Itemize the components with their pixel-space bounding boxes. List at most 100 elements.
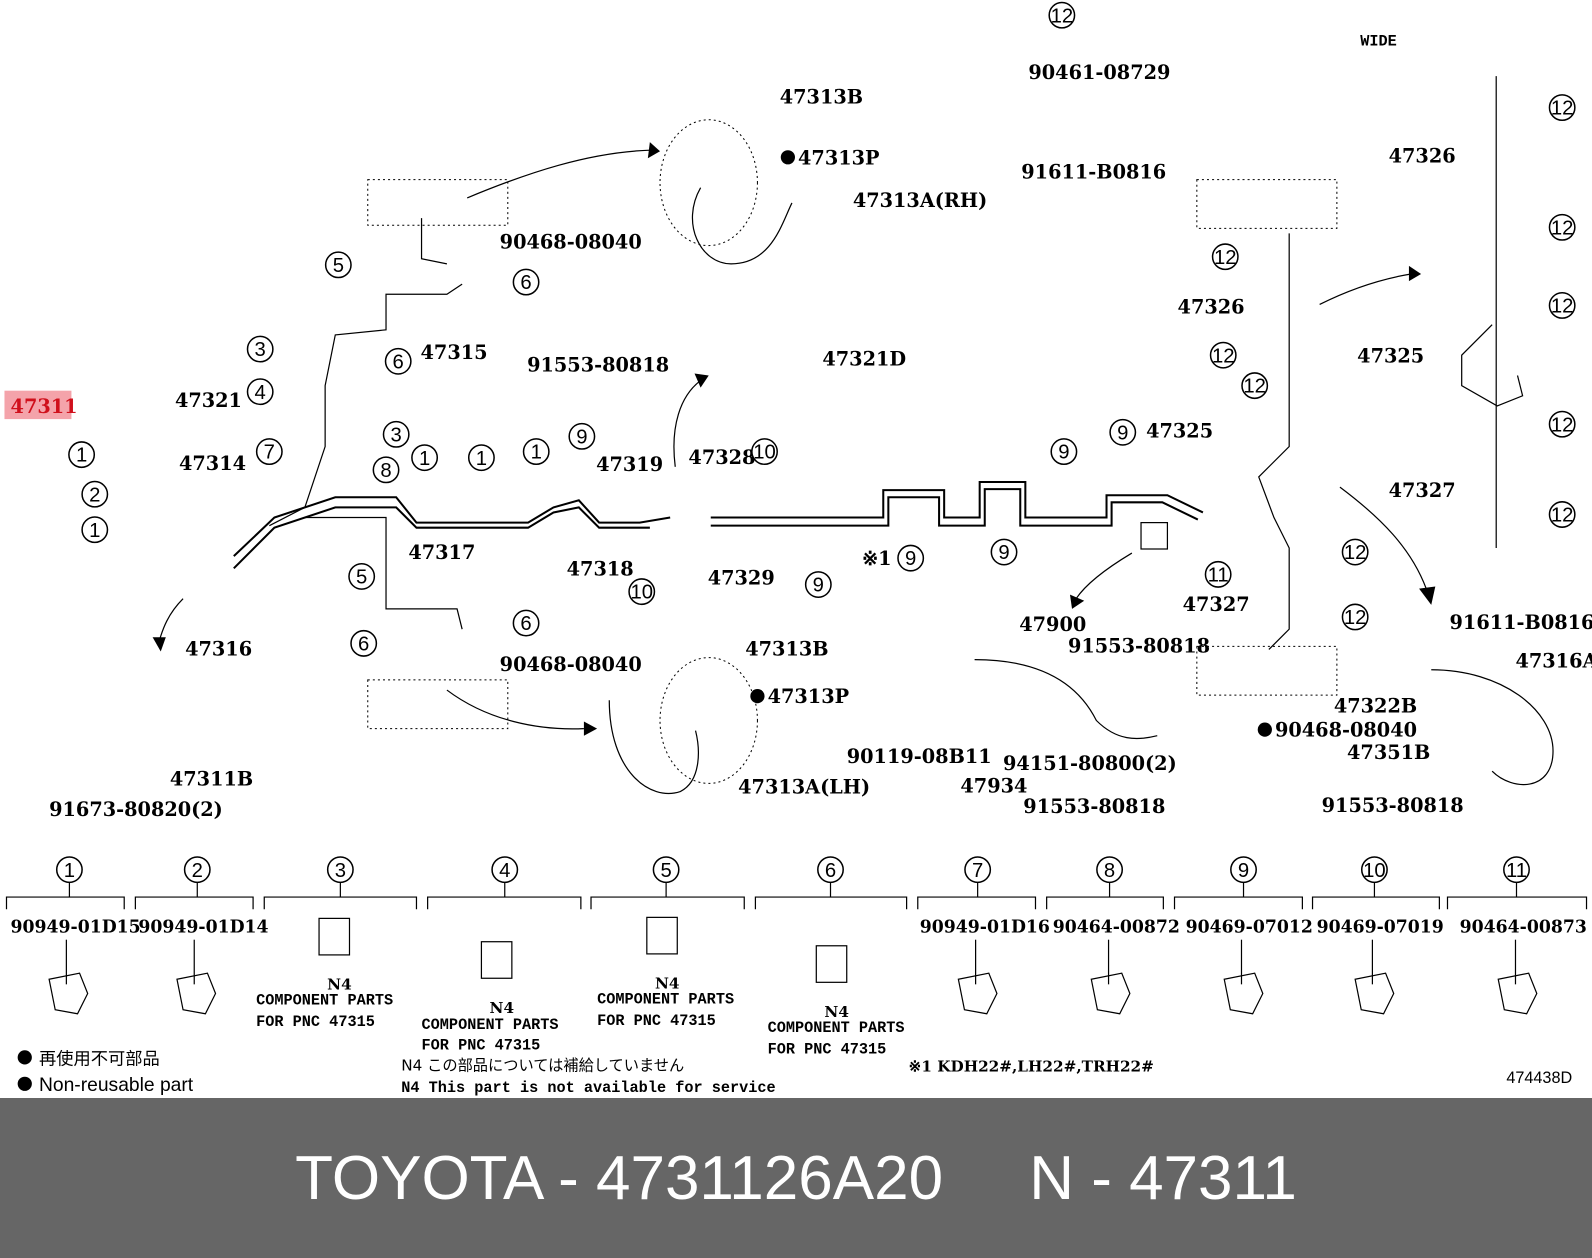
legend-part-number[interactable]: 90464-00872 bbox=[1053, 918, 1180, 938]
part-label[interactable]: 47313A(RH) bbox=[853, 189, 987, 212]
legend-part-number[interactable]: 90469-07019 bbox=[1317, 918, 1444, 938]
callout-number: 12 bbox=[1551, 217, 1574, 239]
non-reusable-marker-icon bbox=[750, 689, 765, 704]
bracket bbox=[590, 896, 745, 910]
part-label[interactable]: 91673-80820(2) bbox=[49, 798, 223, 821]
part-label[interactable]: 47318 bbox=[567, 557, 634, 580]
part-label[interactable]: 47321 bbox=[175, 389, 242, 412]
part-label[interactable]: 47322B bbox=[1334, 694, 1417, 717]
parts-diagram: 47313B 47313P 47313A(RH) 90468-08040 47315 47… bbox=[4, 1, 1592, 1097]
bracket bbox=[134, 896, 254, 910]
callout-marker: 7 bbox=[255, 438, 283, 466]
legend-part-number[interactable]: 90469-07012 bbox=[1186, 918, 1313, 938]
part-label[interactable]: 47316A bbox=[1515, 650, 1592, 673]
clamp-icon bbox=[1497, 972, 1538, 1015]
part-label[interactable]: 47325 bbox=[1357, 344, 1424, 367]
part-label[interactable]: 47317 bbox=[408, 541, 475, 564]
callout-marker: 9 bbox=[1230, 856, 1257, 884]
callout-number: 3 bbox=[391, 424, 402, 446]
part-label[interactable]: 47313A(LH) bbox=[738, 776, 870, 799]
part-label[interactable]: WIDE bbox=[1360, 33, 1397, 51]
legend-part-number[interactable]: 90949-01D14 bbox=[138, 918, 268, 938]
part-label[interactable]: 47934 bbox=[960, 775, 1027, 798]
legend-part-number[interactable]: 90464-00873 bbox=[1460, 918, 1587, 938]
callout-number: 10 bbox=[1363, 860, 1386, 882]
part-label[interactable]: 47311B bbox=[170, 767, 253, 790]
bracket bbox=[917, 896, 1037, 910]
clamp-icon bbox=[957, 972, 998, 1015]
footnote-n4-jp: N4 この部品については補給していません bbox=[401, 1057, 684, 1075]
callout-number: 1 bbox=[419, 448, 430, 470]
callout-number: 1 bbox=[64, 860, 75, 882]
part-label[interactable]: 47900 bbox=[1019, 613, 1086, 636]
part-label[interactable]: 47326 bbox=[1178, 296, 1245, 319]
part-label[interactable]: 47326 bbox=[1389, 144, 1456, 167]
part-label[interactable]: 91553-80818 bbox=[527, 353, 669, 376]
callout-marker: 12 bbox=[1548, 94, 1576, 122]
legend-part-number[interactable]: 90949-01D16 bbox=[920, 918, 1050, 938]
part-label[interactable]: 91553-80818 bbox=[1023, 795, 1165, 818]
part-label[interactable]: 90468-08040 bbox=[500, 231, 642, 254]
callout-marker: 10 bbox=[628, 578, 656, 606]
part-label[interactable]: 47313B bbox=[745, 638, 828, 661]
part-label[interactable]: 47313B bbox=[780, 86, 863, 109]
callout-marker: 12 bbox=[1048, 1, 1076, 29]
diagram-linework bbox=[4, 76, 1554, 794]
callout-number: 9 bbox=[998, 542, 1009, 564]
callout-number: 9 bbox=[576, 426, 587, 448]
part-label[interactable]: 47313P bbox=[768, 685, 850, 708]
part-label[interactable]: 47329 bbox=[708, 567, 775, 590]
callout-marker: 11 bbox=[1503, 856, 1530, 884]
callout-marker: 5 bbox=[324, 251, 352, 279]
part-label[interactable]: ※1 bbox=[862, 547, 892, 570]
part-label[interactable]: 94151-80800(2) bbox=[1003, 752, 1177, 775]
part-label[interactable]: 47327 bbox=[1389, 479, 1456, 502]
footnote-non-reusable-jp: 再使用不可部品 bbox=[39, 1049, 160, 1070]
note-line: FOR PNC 47315 bbox=[597, 1012, 716, 1030]
part-label[interactable]: 47328 bbox=[688, 446, 755, 469]
callout-number: 12 bbox=[1551, 98, 1574, 120]
callout-marker: 9 bbox=[990, 538, 1018, 566]
part-label[interactable]: 47351B bbox=[1347, 741, 1430, 764]
callout-marker: 8 bbox=[1096, 856, 1124, 884]
part-label[interactable]: 47314 bbox=[179, 452, 246, 475]
part-label[interactable]: 90119-08B11 bbox=[847, 745, 992, 768]
part-label[interactable]: 91611-B0816 bbox=[1021, 161, 1166, 184]
callout-number: 5 bbox=[333, 255, 344, 277]
part-label[interactable]: 47325 bbox=[1146, 419, 1213, 442]
callout-marker: 9 bbox=[1109, 418, 1137, 446]
clamp-icon bbox=[480, 941, 513, 979]
part-label[interactable]: 91553-80818 bbox=[1322, 794, 1464, 817]
part-label[interactable]: 47313P bbox=[798, 146, 880, 169]
callout-number: 12 bbox=[1551, 296, 1574, 318]
part-label[interactable]: 90468-08040 bbox=[1275, 719, 1417, 742]
clamp-icon bbox=[48, 972, 89, 1015]
callout-marker: 1 bbox=[81, 516, 109, 544]
legend-column: 8 90464-00872 bbox=[1046, 856, 1180, 1015]
part-label[interactable]: 91611-B0816 bbox=[1450, 611, 1592, 634]
part-label[interactable]: 47316 bbox=[185, 638, 252, 661]
part-label[interactable]: 90461-08729 bbox=[1028, 61, 1170, 84]
part-label[interactable]: 47321D bbox=[822, 347, 906, 370]
callout-marker: 12 bbox=[1341, 538, 1369, 566]
part-label[interactable]: 90468-08040 bbox=[500, 653, 642, 676]
legend-part-number[interactable]: 90949-01D15 bbox=[11, 918, 141, 938]
highlighted-part-label[interactable]: 47311 bbox=[11, 395, 78, 418]
part-label[interactable]: 47319 bbox=[596, 453, 663, 476]
part-label[interactable]: 47315 bbox=[421, 341, 488, 364]
callout-number: 7 bbox=[264, 442, 275, 464]
callout-number: 12 bbox=[1344, 607, 1367, 629]
highlight-box bbox=[4, 390, 72, 420]
callout-number: 6 bbox=[393, 351, 404, 373]
callout-marker: 9 bbox=[804, 571, 832, 598]
callout-number: 11 bbox=[1208, 564, 1229, 586]
part-label[interactable]: 47327 bbox=[1183, 593, 1250, 616]
part-label[interactable]: 91553-80818 bbox=[1068, 635, 1210, 658]
note-code: N4 bbox=[824, 1003, 849, 1021]
callout-marker: 9 bbox=[568, 422, 596, 450]
